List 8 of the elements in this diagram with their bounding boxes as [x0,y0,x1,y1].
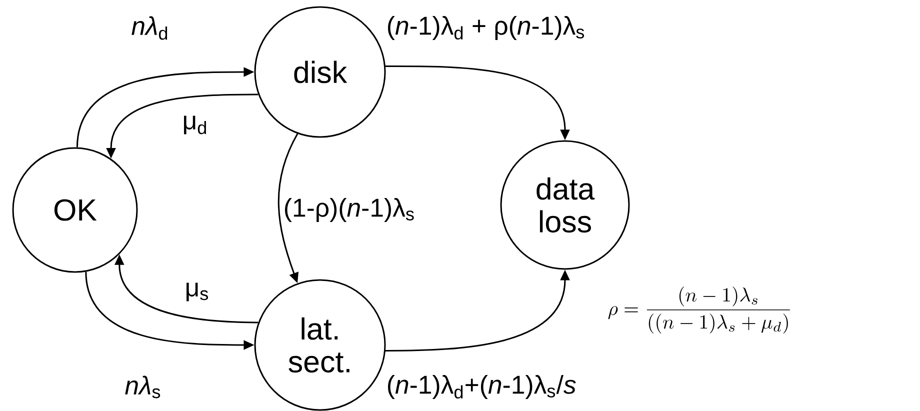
edge-label: μ$_{d}$ [184,116,206,134]
edge-label: μ$_{s}$ [186,282,208,302]
formula: $\rho=\frac{(n-1)\lambda_s}{((n-1)\lambda_s+ \mu_d)}$ [608,286,790,334]
edge-label: (1-ρ)(n-1)λ$_{s}$ [285,198,414,222]
edge-label: (n-1)λ$_{d}$ + ρ(n-1)λ$_{s}$ [388,16,584,40]
edge-label: nλ$_{s}$ [125,376,160,398]
edge-label: nλ$_{d}$ [132,16,168,40]
edge-label: (n-1)λ$_{d}$+(n-1)λ$_{s}$/s [388,374,576,399]
